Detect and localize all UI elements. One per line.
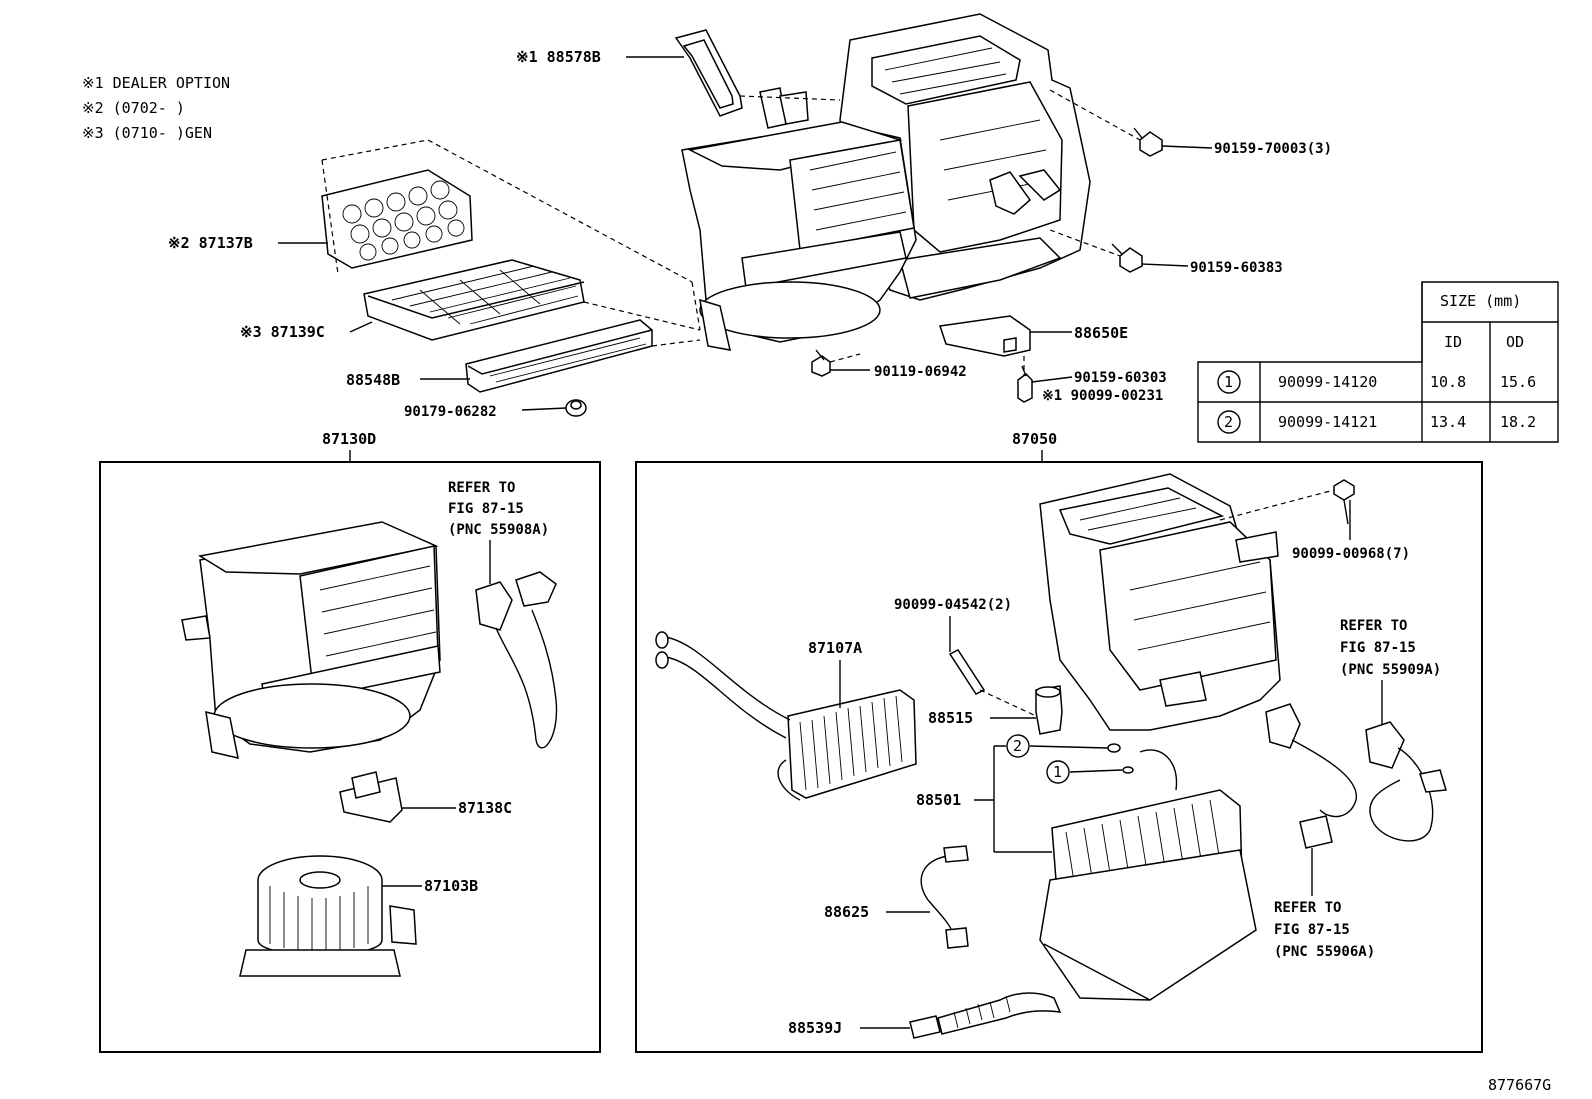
size-row-2-od: 18.2 xyxy=(1500,413,1536,431)
gasket-88578b-drawing xyxy=(674,29,743,117)
leader-90179 xyxy=(521,407,567,411)
leader-90159-70003 xyxy=(1161,145,1213,149)
size-row-2-mark-circle xyxy=(1217,410,1241,434)
size-table-title: SIZE (mm) xyxy=(1440,292,1521,310)
size-row-2-mark: 2 xyxy=(1224,413,1233,431)
blower-motor-87103b-drawing xyxy=(239,855,417,977)
blower-case-drawing xyxy=(681,87,917,351)
label-88539j: 88539J xyxy=(788,1019,842,1037)
label-88501: 88501 xyxy=(916,791,961,809)
leader-87139c xyxy=(349,321,373,333)
label-90159-60383: 90159-60383 xyxy=(1190,260,1283,276)
size-row-2-part: 90099-14121 xyxy=(1278,413,1377,431)
label-90159-70003: 90159-70003(3) xyxy=(1214,141,1332,157)
refer-55906a-line2: FIG 87-15 xyxy=(1274,922,1350,938)
servo-55908a-drawing xyxy=(475,571,558,749)
leader-callout-2 xyxy=(1029,745,1109,749)
label-90099-00968: 90099-00968(7) xyxy=(1292,546,1410,562)
box-87130d: REFER TO FIG 87-15 (PNC 55908A) 87138C 8… xyxy=(99,461,601,1053)
resistor-88650e-drawing xyxy=(939,315,1031,357)
label-87130d: 87130D xyxy=(322,430,376,448)
leader-90159-60303 xyxy=(1031,376,1073,383)
label-88650e: 88650E xyxy=(1074,324,1128,342)
label-88548b: 88548B xyxy=(346,371,400,389)
label-87050: 87050 xyxy=(1012,430,1057,448)
expansion-valve-88515-drawing xyxy=(948,649,1063,735)
label-90119-06942: 90119-06942 xyxy=(874,364,967,380)
top-assembly-illustration xyxy=(321,13,1163,417)
size-row-1-part: 90099-14120 xyxy=(1278,373,1377,391)
servo-55909a-drawing xyxy=(1365,721,1447,842)
option-notes: ※1 DEALER OPTION ※2 (0702- ) ※3 (0710- )… xyxy=(82,74,230,142)
label-87103b: 87103B xyxy=(424,877,478,895)
label-88625: 88625 xyxy=(824,903,869,921)
label-87107a: 87107A xyxy=(808,639,862,657)
refer-55906a-line1: REFER TO xyxy=(1274,900,1341,916)
note-dealer-option: ※1 DEALER OPTION xyxy=(82,74,230,92)
label-88515: 88515 xyxy=(928,709,973,727)
note-date-range-3: ※3 (0710- )GEN xyxy=(82,124,212,142)
label-90099-00231: ※1 90099-00231 xyxy=(1042,388,1163,404)
callout-2-text: 2 xyxy=(1013,737,1022,755)
box-87050: 90099-00968(7) 90099-04542(2) 87107A 885… xyxy=(635,461,1483,1053)
label-87137b: ※2 87137B xyxy=(168,234,253,252)
size-row-1-od: 15.6 xyxy=(1500,373,1536,391)
size-table-col-od: OD xyxy=(1506,333,1524,351)
refer-55909a-line1: REFER TO xyxy=(1340,618,1407,634)
label-87138c: 87138C xyxy=(458,799,512,817)
filter-87139c-drawing xyxy=(363,259,585,341)
servo-55906a-drawing xyxy=(1265,703,1357,849)
refer-55908a-line2: FIG 87-15 xyxy=(448,501,524,517)
size-row-1-mark-circle xyxy=(1217,370,1241,394)
refer-55909a-line2: FIG 87-15 xyxy=(1340,640,1416,656)
drain-hose-88539j-drawing xyxy=(909,992,1062,1039)
label-88578b: ※1 88578B xyxy=(516,48,601,66)
size-table: SIZE (mm) ID OD 1 90099-14120 10.8 15.6 … xyxy=(1197,281,1559,443)
refer-55908a-line3: (PNC 55908A) xyxy=(448,522,549,538)
o-ring-drawings xyxy=(1107,743,1134,774)
figure-id: 877667G xyxy=(1488,1076,1551,1094)
blower-case-87130d-drawing xyxy=(181,521,441,759)
leader-88501 xyxy=(974,745,1052,853)
size-row-2-id: 13.4 xyxy=(1430,413,1466,431)
refer-55906a-line3: (PNC 55906A) xyxy=(1274,944,1375,960)
resistor-87138c-drawing xyxy=(339,771,403,823)
thermistor-88625-drawing xyxy=(920,845,969,949)
label-90099-04542: 90099-04542(2) xyxy=(894,597,1012,613)
label-90179-06282: 90179-06282 xyxy=(404,404,497,420)
box-87130d-frame xyxy=(99,461,601,1053)
screws-right-box-drawing xyxy=(1219,479,1355,525)
refer-55908a-line1: REFER TO xyxy=(448,480,515,496)
leader-90159-60383 xyxy=(1141,263,1189,267)
label-90159-60303: 90159-60303 xyxy=(1074,370,1167,386)
filter-case-88548b-drawing xyxy=(465,319,653,393)
size-row-1-mark: 1 xyxy=(1224,373,1233,391)
box-87050-frame xyxy=(635,461,1483,1053)
callout-1-text: 1 xyxy=(1053,763,1062,781)
heater-case-87050-drawing xyxy=(1039,473,1281,731)
refer-55909a-line3: (PNC 55909A) xyxy=(1340,662,1441,678)
heater-core-87107a-drawing xyxy=(655,631,917,801)
clip-90179-drawing xyxy=(565,399,587,417)
top-labels: ※1 88578B ※2 87137B ※3 87139C 88548B 901… xyxy=(168,48,1332,462)
size-table-col-id: ID xyxy=(1444,333,1462,351)
label-87139c: ※3 87139C xyxy=(240,323,325,341)
callout-2-circle xyxy=(1006,734,1030,758)
assembly-dashed-lines xyxy=(321,89,1141,376)
size-row-1-id: 10.8 xyxy=(1430,373,1466,391)
note-date-range-2: ※2 (0702- ) xyxy=(82,99,185,117)
screws-top-drawing xyxy=(811,127,1163,403)
filter-cover-87137b-drawing xyxy=(321,169,473,269)
callout-1-circle xyxy=(1046,760,1070,784)
evaporator-88501-drawing xyxy=(1039,749,1257,1001)
leader-callout-1 xyxy=(1069,769,1123,773)
